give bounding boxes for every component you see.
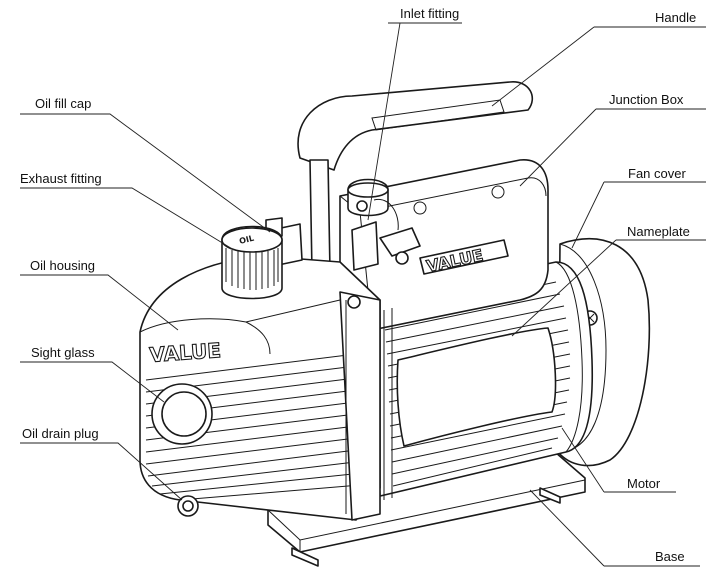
handle-grip	[297, 81, 534, 273]
label-junction-box: Junction Box	[609, 92, 684, 107]
leader-oil-drain-plug	[20, 442, 183, 501]
leader-motor	[561, 427, 676, 493]
oil-housing-body: VALUE	[139, 255, 393, 521]
leader-exhaust-fitting	[20, 187, 235, 251]
label-handle: Handle	[655, 10, 697, 25]
cap-text: OIL	[238, 234, 255, 246]
leader-lines	[20, 22, 706, 567]
label-oil-fill-cap: Oil fill cap	[35, 96, 92, 111]
leader-nameplate	[511, 239, 706, 337]
inlet-fitting-part	[347, 178, 421, 271]
leader-inlet-fitting	[367, 22, 462, 221]
label-base: Base	[655, 549, 685, 564]
label-nameplate: Nameplate	[627, 224, 690, 239]
leader-fan-cover	[571, 181, 706, 249]
label-oil-drain-plug: Oil drain plug	[22, 426, 99, 441]
label-exhaust-fitting: Exhaust fitting	[20, 171, 102, 186]
leader-handle	[491, 26, 706, 107]
label-motor: Motor	[627, 476, 661, 491]
leader-junction-box	[519, 108, 706, 187]
leader-oil-housing	[20, 274, 179, 331]
nameplate-shape	[396, 327, 557, 447]
leader-oil-fill-cap	[20, 113, 271, 233]
leader-sight-glass	[20, 361, 165, 403]
label-inlet-fitting: Inlet fitting	[400, 6, 460, 21]
label-sight-glass: Sight glass	[31, 345, 95, 360]
exhaust-fitting-part: OIL	[221, 225, 283, 300]
motor-body	[371, 261, 594, 497]
housing-brand-logo: VALUE	[149, 338, 222, 367]
leader-base	[529, 489, 700, 567]
label-oil-housing: Oil housing	[30, 258, 96, 273]
label-fan-cover: Fan cover	[628, 166, 686, 181]
